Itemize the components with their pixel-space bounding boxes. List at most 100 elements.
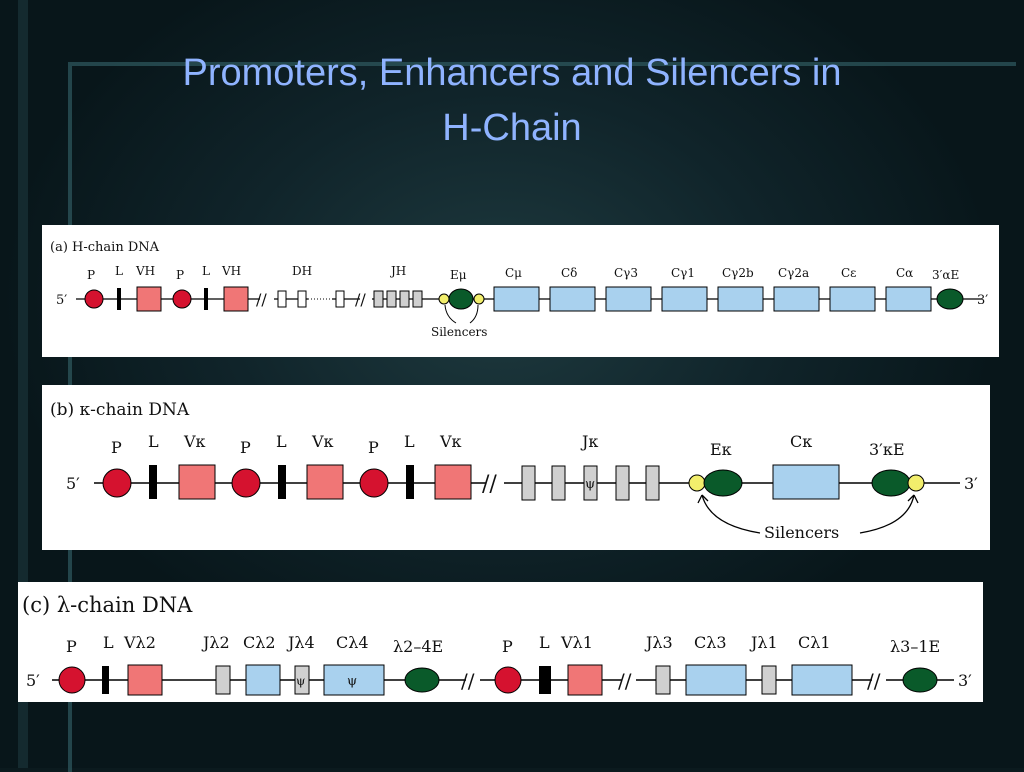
panel-a-label: (a) H-chain DNA (50, 240, 160, 255)
panel-b-label: (b) κ-chain DNA (50, 400, 190, 420)
promoter-label: P (66, 637, 77, 656)
vh-segment (136, 286, 162, 312)
leader-segment (117, 288, 121, 310)
j-lambda4-pseudogene (294, 665, 310, 695)
c-mu-segment (493, 286, 540, 312)
jh-label: JH (389, 264, 406, 278)
j-lambda3-label: Jλ3 (644, 633, 673, 652)
gap-break-icon: // (482, 472, 497, 497)
v-lambda1-segment (567, 664, 603, 696)
promoter-icon (494, 666, 522, 694)
five-prime-end: 5′ (56, 293, 67, 308)
silencer-arrow (469, 304, 479, 324)
lambda-chain-diagram: (c) λ-chain DNA 5′ 3′ P L Vλ2 Jλ2 Cλ2 Jλ… (22, 593, 972, 696)
v-kappa-segment (178, 464, 216, 500)
v-kappa-segment (306, 464, 344, 500)
c-gamma1-segment (661, 286, 708, 312)
three-alpha-enhancer (936, 288, 964, 310)
lambda2-4-enhancer (404, 667, 440, 693)
c-lambda3-label: Cλ3 (694, 633, 727, 652)
promoter-label: P (87, 268, 95, 282)
title-line-1: Promoters, Enhancers and Silencers in (182, 52, 842, 94)
psi-label: ψ (585, 477, 595, 492)
silencer-icon (688, 474, 706, 492)
leader-label: L (276, 432, 287, 451)
h-chain-diagram: (a) H-chain DNA 5′ 3′ P L VH P L VH DH J… (50, 240, 988, 339)
j-lambda4-label: Jλ4 (286, 633, 315, 652)
kappa-chain-panel: (b) κ-chain DNA 5′ 3′ P L Vκ P L Vκ P L … (42, 385, 990, 550)
slide-title: Promoters, Enhancers and Silencers in H-… (60, 46, 964, 156)
j-kappa-segment (645, 465, 660, 501)
lambda3-1-enhancer-label: λ3–1E (890, 637, 940, 656)
j-kappa-segment (615, 465, 630, 501)
j-kappa-pseudogene (583, 465, 598, 501)
arrowhead-icon (697, 494, 709, 504)
c-delta-segment (549, 286, 596, 312)
jh-segment (386, 290, 397, 308)
silencer-icon (907, 474, 925, 492)
promoter-label: P (368, 438, 379, 457)
five-prime-end: 5′ (26, 671, 40, 690)
c-gamma2a-segment (773, 286, 820, 312)
j-lambda3-segment (655, 665, 671, 695)
v-lambda2-segment (127, 664, 163, 696)
v-kappa-label: Vκ (439, 432, 462, 451)
gap-break-icon: // (618, 669, 632, 693)
title-line-2: H-Chain (442, 107, 582, 149)
leader-label: L (115, 264, 123, 278)
promoter-icon (84, 289, 104, 309)
e-kappa-enhancer (703, 469, 743, 497)
c-lambda3-segment (685, 664, 747, 696)
dh-segment (277, 290, 287, 308)
emu-enhancer (448, 288, 474, 310)
leader-label: L (539, 633, 550, 652)
c-gamma3-segment (605, 286, 652, 312)
leader-segment (204, 288, 208, 310)
leader-label: L (404, 432, 415, 451)
psi-label: ψ (347, 674, 357, 689)
promoter-icon (58, 666, 86, 694)
c-lambda4-label: Cλ4 (336, 633, 369, 652)
vh-label: VH (135, 264, 155, 278)
leader-segment (278, 465, 286, 499)
c-alpha-segment (885, 286, 932, 312)
c-epsilon-label: Cε (841, 266, 856, 280)
jh-segment (373, 290, 384, 308)
v-kappa-label: Vκ (183, 432, 206, 451)
j-kappa-label: Jκ (580, 432, 598, 451)
gap-break-icon: // (867, 669, 881, 693)
leader-segment (539, 666, 551, 694)
gap-break-icon: // (256, 290, 267, 309)
silencer-arrow (701, 494, 761, 534)
j-lambda2-label: Jλ2 (201, 633, 230, 652)
promoter-label: P (240, 438, 251, 457)
c-gamma2b-segment (717, 286, 764, 312)
c-epsilon-segment (829, 286, 876, 312)
five-prime-end: 5′ (66, 474, 80, 493)
dh-label: DH (292, 264, 312, 278)
three-prime-end: 3′ (977, 293, 988, 308)
silencers-label: Silencers (764, 523, 839, 542)
three-alpha-enhancer-label: 3′αE (932, 268, 959, 282)
three-kappa-enhancer-label: 3′κE (869, 440, 905, 459)
gap-break-icon: // (355, 290, 366, 309)
silencer-icon (438, 293, 450, 305)
three-prime-end: 3′ (964, 474, 978, 493)
e-kappa-label: Eκ (710, 440, 732, 459)
promoter-label: P (111, 438, 122, 457)
c-lambda2-label: Cλ2 (243, 633, 276, 652)
c-gamma1-label: Cγ1 (671, 266, 695, 280)
three-kappa-enhancer (871, 469, 911, 497)
leader-label: L (202, 264, 210, 278)
leader-label: L (148, 432, 159, 451)
c-kappa-segment (772, 464, 840, 500)
lambda-chain-panel: (c) λ-chain DNA 5′ 3′ P L Vλ2 Jλ2 Cλ2 Jλ… (18, 582, 983, 702)
c-alpha-label: Cα (896, 266, 913, 280)
v-kappa-label: Vκ (311, 432, 334, 451)
panel-c-label: (c) λ-chain DNA (22, 593, 193, 617)
silencers-label: Silencers (431, 325, 487, 339)
leader-segment (102, 666, 109, 694)
three-prime-end: 3′ (958, 671, 972, 690)
jh-segment (412, 290, 423, 308)
silencer-arrow (859, 494, 915, 534)
